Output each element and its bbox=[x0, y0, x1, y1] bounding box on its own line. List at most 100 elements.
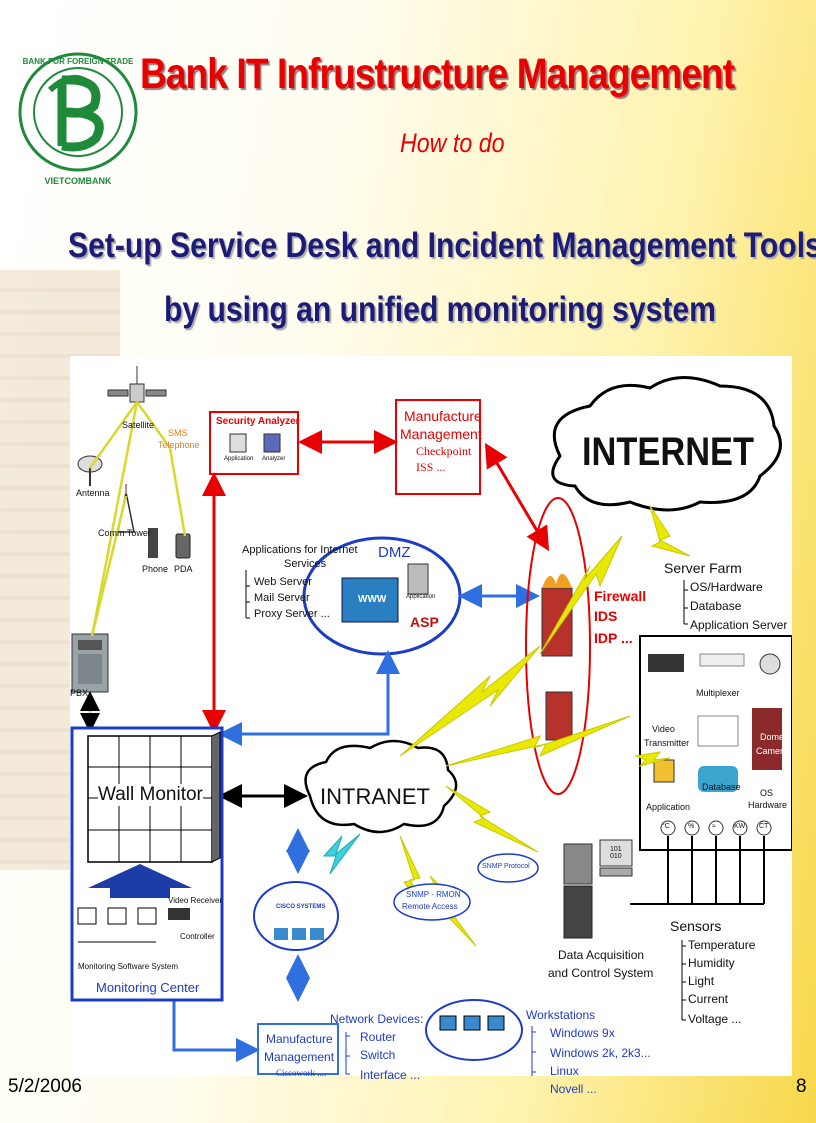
security-analyzer-box bbox=[209, 411, 299, 475]
www-icon bbox=[341, 577, 399, 623]
snmp-rmon-badge bbox=[393, 883, 471, 921]
phone-icon bbox=[148, 528, 158, 558]
heading-line-1: Set-up Service Desk and Incident Managem… bbox=[68, 226, 816, 265]
intranet-cloud bbox=[304, 739, 458, 834]
server-farm-item-db: Database bbox=[690, 599, 742, 613]
snmp-protocol-label: SNMP Protocol bbox=[482, 863, 530, 870]
manufacture-top-line4: ISS ... bbox=[416, 460, 446, 474]
firewall-icon bbox=[541, 573, 573, 741]
security-analyzer-item-application: Application bbox=[224, 456, 254, 462]
manufacture-bottom-line1: Manufacture bbox=[266, 1032, 333, 1046]
network-diagram: Satellite SMS Telephone Antenna Comm Tow… bbox=[70, 356, 792, 1082]
security-analyzer-title: Security Analyzer bbox=[216, 416, 300, 427]
snmp-rmon-line1: SNMP - RMON bbox=[406, 890, 461, 899]
apps-item-proxy-server: Proxy Server ... bbox=[254, 608, 330, 620]
monitoring-workstations-icon bbox=[77, 907, 157, 943]
apps-internet-line1: Applications for Internet bbox=[242, 544, 358, 556]
sensor-icon-humidity: % bbox=[688, 823, 695, 830]
sensor-icon-ct: CT bbox=[759, 823, 769, 830]
firewall-zone bbox=[525, 497, 591, 795]
telephone-label: Telephone bbox=[158, 440, 200, 450]
heading-line-2: by using an unified monitoring system bbox=[164, 290, 716, 329]
manufacture-bottom-line2: Management bbox=[264, 1050, 335, 1064]
phone-label: Phone bbox=[142, 564, 169, 574]
svg-text:VIETCOMBANK: VIETCOMBANK bbox=[45, 176, 112, 186]
page-subtitle: How to do bbox=[400, 128, 505, 158]
sensors-title: Sensors bbox=[670, 918, 722, 934]
database-label: Database bbox=[702, 782, 741, 792]
antenna-icon bbox=[77, 455, 103, 486]
sensors-item-voltage: Voltage ... bbox=[688, 1012, 742, 1026]
svg-text:BANK FOR FOREIGN TRADE: BANK FOR FOREIGN TRADE bbox=[23, 57, 134, 66]
server-farm-item-os: OS/Hardware bbox=[690, 580, 763, 594]
idp-label: IDP ... bbox=[594, 630, 633, 646]
manufacture-top-line2: Management bbox=[400, 426, 482, 442]
manufacture-top-line3: Checkpoint bbox=[416, 444, 472, 458]
ids-label: IDS bbox=[594, 608, 618, 624]
data-acquisition-line1: Data Acquisition bbox=[558, 948, 645, 962]
monitoring-software-label: Monitoring Software System bbox=[78, 962, 179, 971]
video-receiver-label: Video Receiver bbox=[168, 896, 223, 905]
video-transmitter-line2: Transmitter bbox=[644, 738, 690, 748]
sensor-icon-temp: °C bbox=[662, 823, 670, 830]
data-acquisition-icon bbox=[563, 839, 633, 939]
workstations-item-win9x: Windows 9x bbox=[550, 1026, 615, 1040]
sensors-item-light: Light bbox=[688, 974, 715, 988]
network-devices-switch: Switch bbox=[360, 1048, 396, 1062]
server-farm-item-app: Application Server bbox=[690, 618, 788, 632]
antenna-label: Antenna bbox=[76, 488, 110, 498]
apps-internet-line2: Services bbox=[284, 558, 327, 570]
sensor-icons bbox=[630, 820, 772, 905]
sensors-item-current: Current bbox=[688, 992, 729, 1006]
os-label: OS bbox=[760, 788, 774, 798]
asp-label: ASP bbox=[410, 614, 439, 630]
manufacture-top-line1: Manufacture bbox=[404, 408, 482, 424]
pbx-icon bbox=[71, 633, 109, 693]
dome-camera-line2: Camera bbox=[756, 746, 789, 756]
workstations-item-novell: Novell ... bbox=[550, 1082, 597, 1096]
footer-date: 5/2/2006 bbox=[8, 1076, 82, 1097]
monitoring-center-label: Monitoring Center bbox=[96, 980, 200, 995]
server-farm-title: Server Farm bbox=[664, 560, 742, 576]
workstations-item-win2k: Windows 2k, 2k3... bbox=[550, 1046, 651, 1060]
sensor-icon-light: ≈ bbox=[712, 823, 716, 830]
internet-label: INTERNET bbox=[582, 430, 754, 474]
multiplexer-label: Multiplexer bbox=[696, 688, 740, 698]
hardware-label: Hardware bbox=[748, 800, 788, 810]
pda-icon bbox=[175, 533, 191, 559]
manufacture-management-bottom-box bbox=[257, 1023, 339, 1075]
satellite-label: Satellite bbox=[122, 420, 155, 430]
snmp-rmon-line2: Remote Access bbox=[402, 902, 458, 911]
comm-tower-label: Comm Tower bbox=[98, 528, 151, 538]
manufacture-management-top-box bbox=[395, 399, 481, 495]
pbx-label: PBX bbox=[70, 688, 89, 698]
apps-item-web-server: Web Server bbox=[254, 576, 312, 588]
controller-label: Controller bbox=[180, 932, 215, 941]
video-transmitter-line1: Video bbox=[652, 724, 675, 734]
wall-monitor-label: Wall Monitor bbox=[98, 784, 203, 806]
data-acquisition-line2: and Control System bbox=[548, 966, 654, 980]
pda-label: PDA bbox=[174, 564, 193, 574]
workstations-title: Workstations bbox=[526, 1008, 596, 1022]
snmp-protocol-badge bbox=[477, 853, 539, 883]
dome-camera-line1: Dome bbox=[760, 732, 785, 742]
apps-item-mail-server: Mail Server bbox=[254, 592, 310, 604]
vietcombank-logo: BANK FOR FOREIGN TRADE VIETCOMBANK bbox=[18, 52, 138, 186]
sensors-item-humidity: Humidity bbox=[688, 956, 735, 970]
manufacture-bottom-line3: Ciscowork .... bbox=[276, 1068, 327, 1078]
firewall-label: Firewall bbox=[594, 588, 647, 604]
security-analyzer-item-analyzer: Analyzer bbox=[262, 456, 286, 462]
cisco-systems-label: CISCO SYSTEMS bbox=[276, 904, 326, 910]
sms-label: SMS bbox=[168, 428, 188, 438]
www-label: WWW bbox=[358, 594, 387, 605]
network-devices-router: Router bbox=[360, 1030, 397, 1044]
binary-display: 101 010 bbox=[610, 846, 622, 860]
sensor-icon-kw: KW bbox=[734, 823, 746, 830]
satellite-icon bbox=[107, 366, 167, 403]
workstations-item-linux: Linux bbox=[550, 1064, 579, 1078]
sensors-item-temperature: Temperature bbox=[688, 938, 756, 952]
network-devices-interface: Interface ... bbox=[360, 1068, 421, 1082]
page-title: Bank IT Infrustructure Management bbox=[140, 50, 735, 98]
diagram-canvas bbox=[70, 366, 792, 1076]
network-devices-title: Network Devices: bbox=[330, 1012, 424, 1026]
